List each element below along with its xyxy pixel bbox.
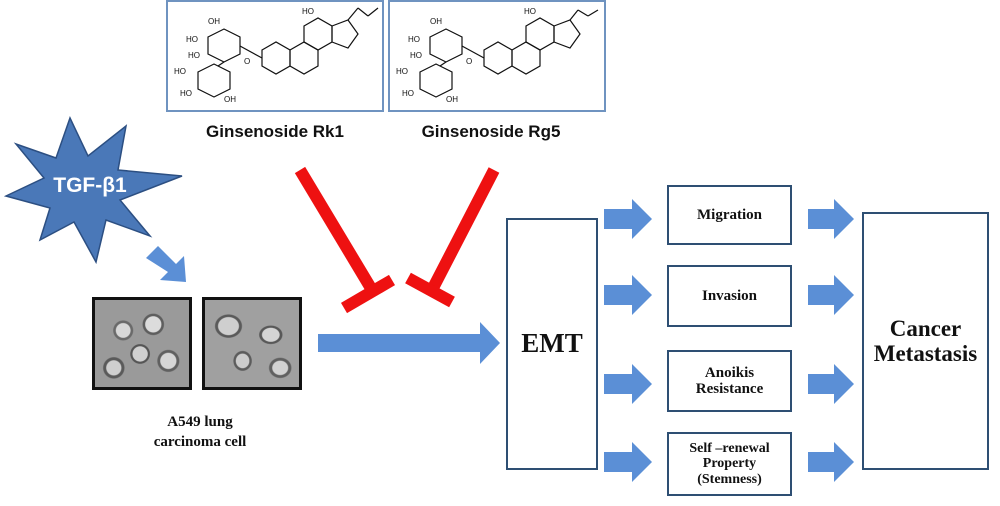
- svg-text:HO: HO: [396, 67, 408, 76]
- block-arrow-icon: [604, 275, 652, 315]
- cell-caption-line2: carcinoma cell: [153, 434, 247, 451]
- outcome-label-line1: Anoikis: [704, 364, 755, 381]
- structure-panel-rg5: OH HO HO HO HO OH HO O: [388, 0, 606, 112]
- outcome-label-line1: Self –renewal: [689, 440, 770, 456]
- outcome-box-invasion: Invasion: [667, 265, 792, 327]
- compound-label-rk1: Ginsenoside Rk1: [206, 122, 344, 141]
- block-arrow-icon: [318, 322, 500, 364]
- svg-text:O: O: [466, 57, 472, 66]
- emt-box: EMT: [506, 218, 598, 470]
- svg-text:HO: HO: [174, 67, 186, 76]
- svg-text:HO: HO: [402, 89, 414, 98]
- svg-text:HO: HO: [408, 35, 420, 44]
- outcome-label-line2: Property: [702, 456, 757, 472]
- svg-text:HO: HO: [302, 7, 314, 16]
- result-label-line1: Cancer: [889, 315, 962, 341]
- cell-caption-line1: A549 lung: [167, 414, 233, 430]
- emt-label: EMT: [521, 328, 583, 359]
- ginsenoside-rk1-structure-icon: OH HO HO HO HO OH HO O: [174, 7, 379, 104]
- svg-text:OH: OH: [446, 95, 458, 104]
- outcome-box-stemness: Self –renewal Property (Stemness): [667, 432, 792, 496]
- block-arrow-icon: [146, 246, 186, 282]
- block-arrow-icon: [604, 442, 652, 482]
- svg-text:OH: OH: [224, 95, 236, 104]
- svg-text:OH: OH: [208, 17, 220, 26]
- svg-text:HO: HO: [524, 7, 536, 16]
- inhibition-t-arrow-icon: [405, 167, 500, 308]
- outcome-label: Invasion: [701, 287, 758, 304]
- outcome-box-anoikis: Anoikis Resistance: [667, 350, 792, 412]
- block-arrow-icon: [604, 199, 652, 239]
- svg-text:HO: HO: [186, 35, 198, 44]
- ginsenoside-rg5-structure-icon: OH HO HO HO HO OH HO O: [396, 7, 599, 104]
- result-box: Cancer Metastasis: [862, 212, 989, 470]
- cell-photo-after: [202, 297, 302, 390]
- inhibition-t-arrow-icon: [294, 166, 396, 314]
- outcome-label: Migration: [697, 206, 762, 223]
- svg-text:HO: HO: [410, 51, 422, 60]
- cell-photo-before: [92, 297, 192, 390]
- block-arrow-icon: [604, 364, 652, 404]
- structure-panel-rk1: OH HO HO HO HO OH HO O: [166, 0, 384, 112]
- block-arrow-icon: [808, 275, 854, 315]
- result-label-line2: Metastasis: [873, 341, 978, 366]
- block-arrow-icon: [808, 442, 854, 482]
- cell-caption: A549 lung carcinoma cell: [120, 412, 280, 453]
- svg-text:O: O: [244, 57, 250, 66]
- outcome-label-line2: Resistance: [695, 381, 764, 397]
- svg-text:HO: HO: [180, 89, 192, 98]
- compound-label-rg5: Ginsenoside Rg5: [421, 122, 561, 141]
- starburst-icon: [3, 116, 183, 265]
- stimulus-label: TGF-β1: [53, 174, 127, 197]
- outcome-box-migration: Migration: [667, 185, 792, 245]
- block-arrow-icon: [808, 199, 854, 239]
- svg-text:HO: HO: [188, 51, 200, 60]
- block-arrow-icon: [808, 364, 854, 404]
- svg-text:OH: OH: [430, 17, 442, 26]
- outcome-label-line3: (Stemness): [697, 471, 762, 487]
